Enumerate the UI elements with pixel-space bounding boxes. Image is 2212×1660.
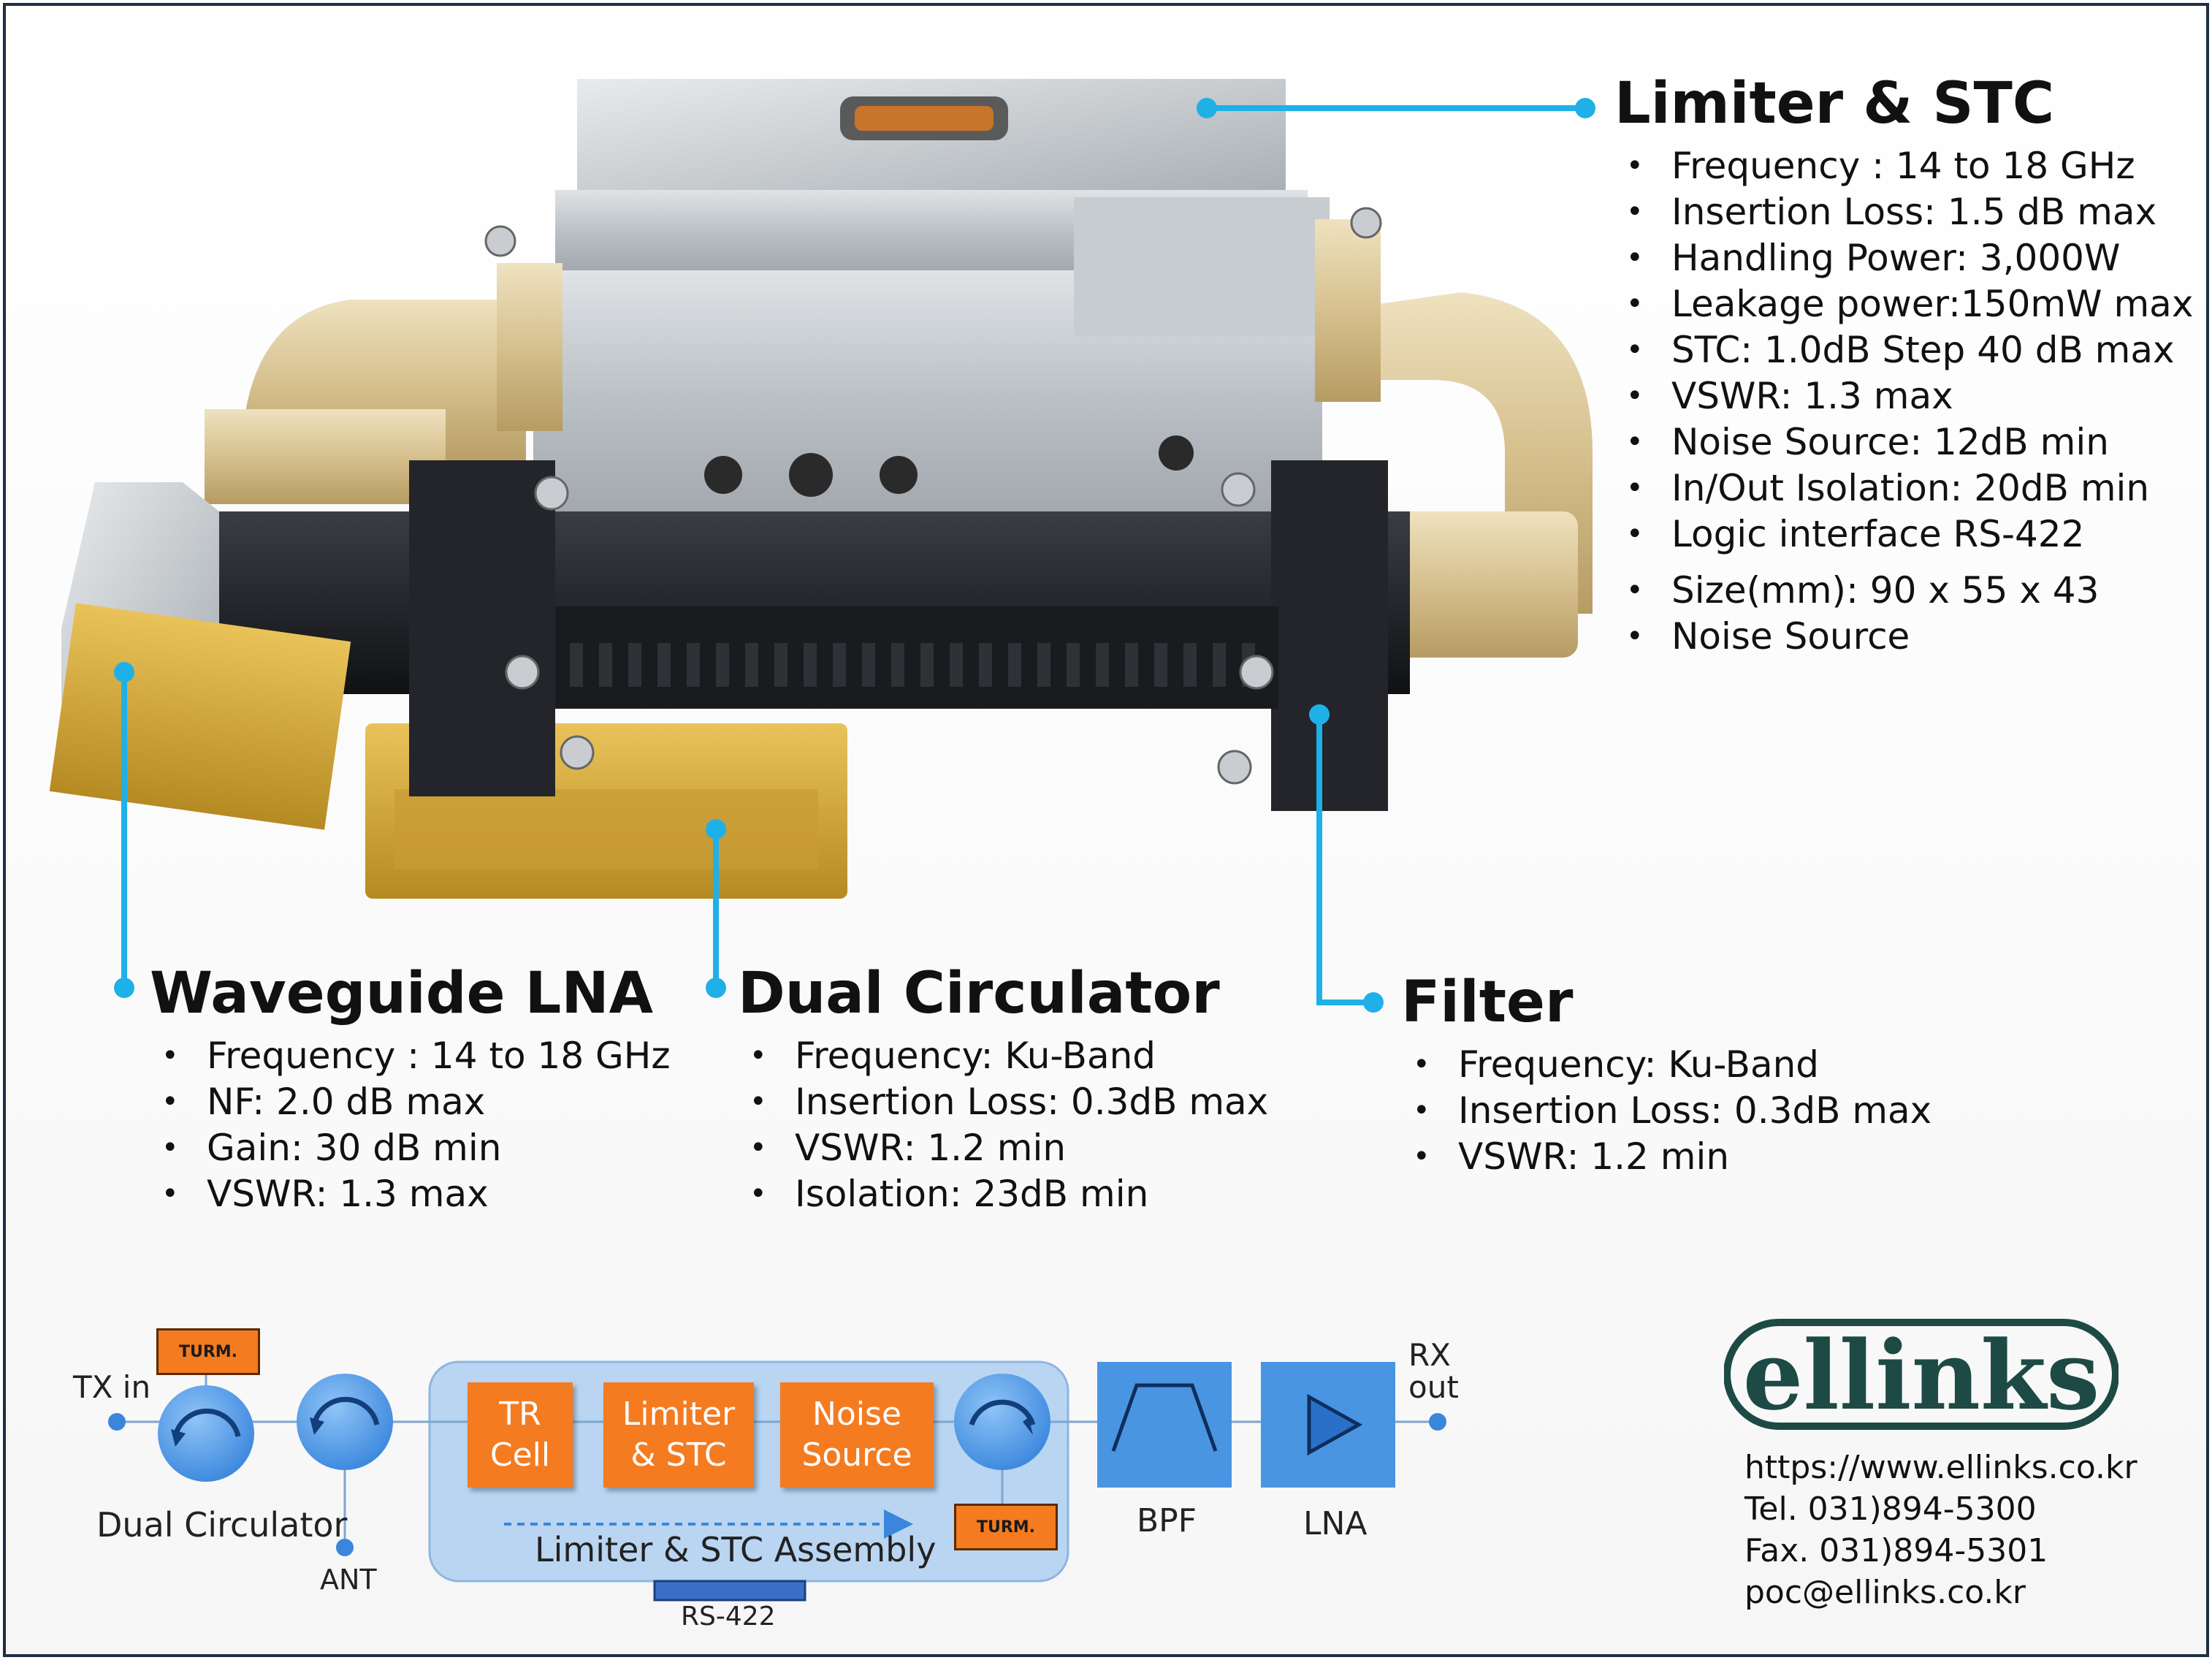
bpf-block (1097, 1362, 1232, 1488)
circulator-icon (297, 1374, 393, 1470)
lna-spec-list: Frequency : 14 to 18 GHz NF: 2.0 dB max … (150, 1033, 671, 1217)
waveguide-lna-title: Waveguide LNA (150, 961, 653, 1027)
spec-item: Frequency: Ku-Band (750, 1033, 1268, 1079)
termination-box: TURM. (156, 1328, 260, 1375)
waveguide-lna-block: Waveguide LNA Frequency : 14 to 18 GHz N… (150, 961, 671, 1217)
spec-item: Handling Power: 3,000W (1626, 235, 2193, 281)
spec-item: Frequency : 14 to 18 GHz (1626, 143, 2193, 189)
ant-label: ANT (320, 1564, 377, 1596)
limiter-spec-list: Frequency : 14 to 18 GHz Insertion Loss:… (1614, 143, 2193, 660)
rx-out-label: out (1408, 1369, 1459, 1405)
spec-item: Frequency: Ku-Band (1413, 1042, 1931, 1088)
logo-text: ellinks (1743, 1320, 2100, 1431)
spec-item: Noise Source (1626, 614, 2193, 660)
spec-item: Insertion Loss: 0.3dB max (1413, 1088, 1931, 1134)
limiter-label: Limiter (622, 1396, 736, 1433)
spec-item: VSWR: 1.2 min (750, 1125, 1268, 1171)
noise-label: Noise (812, 1396, 902, 1433)
spec-item: Gain: 30 dB min (161, 1125, 671, 1171)
rx-out-port (1429, 1413, 1446, 1431)
noise-source-box: Noise Source (780, 1382, 934, 1488)
spec-item: Insertion Loss: 0.3dB max (750, 1079, 1268, 1125)
tx-in-label: TX in (73, 1369, 151, 1405)
spec-item: Size(mm): 90 x 55 x 43 (1626, 568, 2193, 614)
spec-item: NF: 2.0 dB max (161, 1079, 671, 1125)
contact-info: https://www.ellinks.co.kr Tel. 031)894-5… (1744, 1447, 2137, 1613)
limiter-label: & STC (630, 1436, 727, 1474)
email-link[interactable]: poc@ellinks.co.kr (1744, 1574, 2026, 1611)
tr-cell-label: Cell (489, 1436, 551, 1474)
website-link[interactable]: https://www.ellinks.co.kr (1744, 1449, 2137, 1486)
rx-label: RX (1408, 1337, 1451, 1373)
phone-number: Tel. 031)894-5300 (1744, 1490, 2037, 1528)
noise-label: Source (801, 1436, 912, 1474)
lna-label: LNA (1303, 1505, 1368, 1542)
bpf-label: BPF (1137, 1502, 1197, 1539)
rs422-bar (653, 1580, 806, 1602)
circulator-icon (954, 1374, 1050, 1470)
spec-item: In/Out Isolation: 20dB min (1626, 465, 2193, 511)
tr-cell-block: TR Cell (468, 1382, 573, 1488)
spec-item: VSWR: 1.2 min (1413, 1134, 1931, 1180)
dual-circulator-block: Dual Circulator Frequency: Ku-Band Inser… (738, 961, 1268, 1217)
dual-circulator-title: Dual Circulator (738, 961, 1220, 1027)
filter-title: Filter (1401, 970, 1574, 1035)
spec-item: Noise Source: 12dB min (1626, 419, 2193, 465)
rs422-label: RS-422 (681, 1602, 776, 1632)
assembly-label: Limiter & STC Assembly (535, 1530, 937, 1569)
spec-item: VSWR: 1.3 max (1626, 373, 2193, 419)
spec-item: VSWR: 1.3 max (161, 1171, 671, 1217)
tx-in-port (108, 1413, 126, 1431)
ant-port (336, 1539, 354, 1556)
tr-cell-label: TR (499, 1396, 541, 1433)
spec-item: Frequency : 14 to 18 GHz (161, 1033, 671, 1079)
spec-item: STC: 1.0dB Step 40 dB max (1626, 327, 2193, 373)
circulator-icon (158, 1385, 254, 1482)
filter-spec-list: Frequency: Ku-Band Insertion Loss: 0.3dB… (1401, 1042, 1931, 1180)
circulator-spec-list: Frequency: Ku-Band Insertion Loss: 0.3dB… (738, 1033, 1268, 1217)
limiter-stc-block: Limiter & STC Frequency : 14 to 18 GHz I… (1614, 71, 2193, 660)
spec-item: Logic interface RS-422 (1626, 511, 2193, 557)
dual-circulator-label: Dual Circulator (96, 1505, 348, 1545)
spec-item: Leakage power:150mW max (1626, 281, 2193, 327)
spec-item: Isolation: 23dB min (750, 1171, 1268, 1217)
ellinks-logo: ellinks (1724, 1319, 2118, 1431)
limiter-stc-box: Limiter & STC (603, 1382, 754, 1488)
spec-item: Insertion Loss: 1.5 dB max (1626, 189, 2193, 235)
termination-box: TURM. (954, 1504, 1058, 1550)
limiter-stc-title: Limiter & STC (1614, 71, 2055, 137)
filter-block: Filter Frequency: Ku-Band Insertion Loss… (1401, 970, 1931, 1180)
fax-number: Fax. 031)894-5301 (1744, 1532, 2048, 1569)
